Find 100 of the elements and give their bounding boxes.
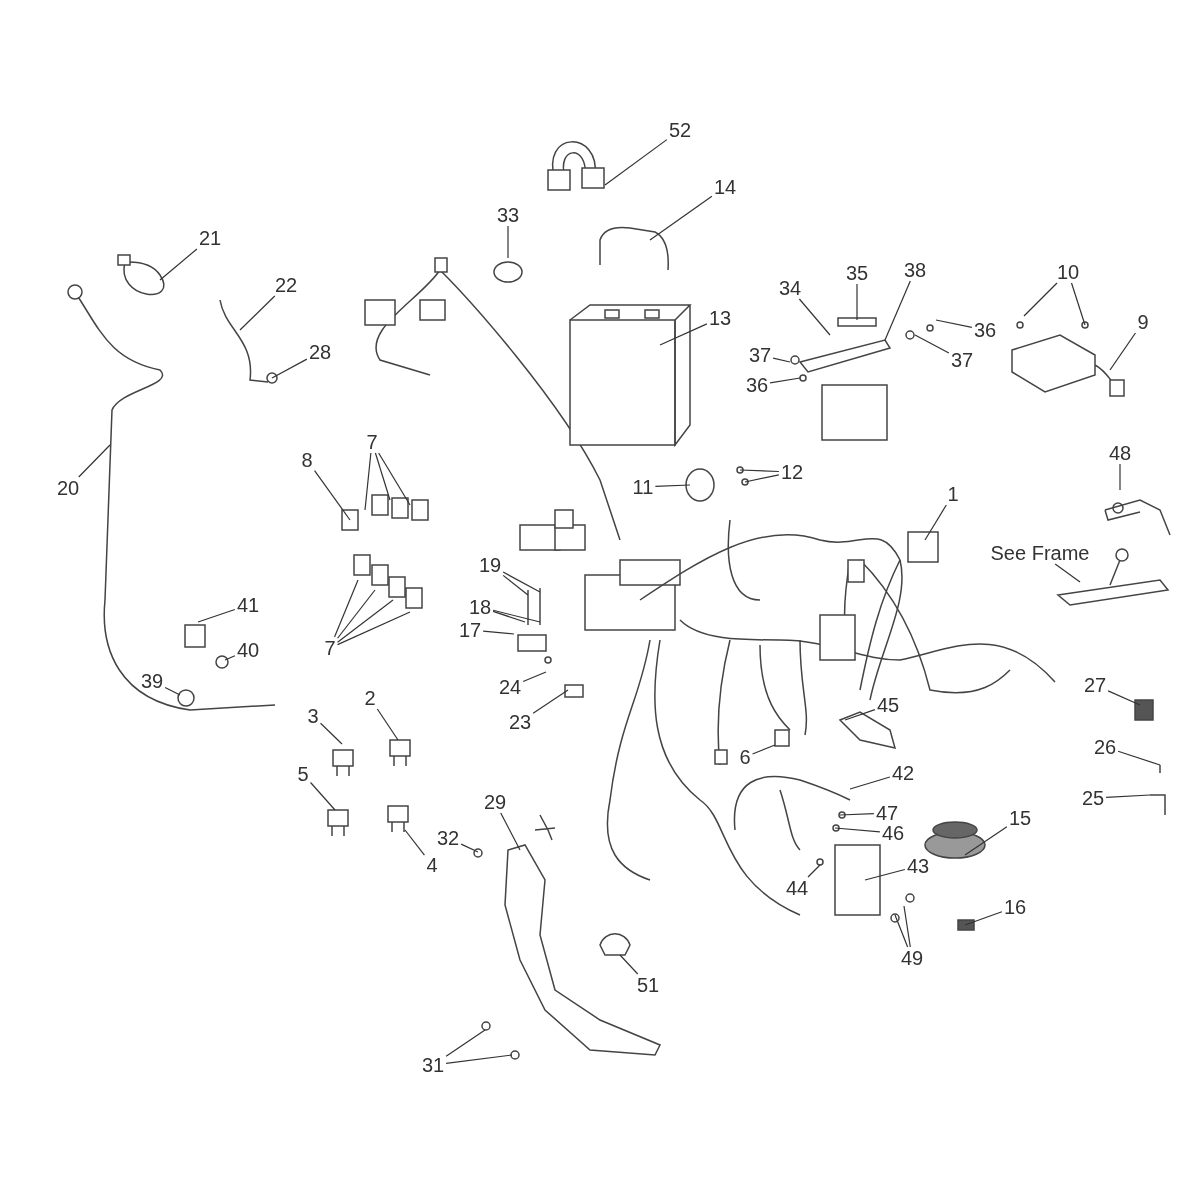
leader-line	[807, 864, 821, 878]
leader-line	[1023, 282, 1058, 317]
leader-line	[239, 295, 276, 331]
leader-line	[445, 1029, 486, 1057]
callout-number: 17	[458, 620, 482, 640]
callout-number: 21	[198, 228, 222, 248]
leader-line	[376, 708, 399, 741]
leader-line	[78, 444, 111, 478]
callout-number: 25	[1081, 788, 1105, 808]
callout-number: 23	[508, 712, 532, 732]
leader-line	[769, 377, 801, 384]
leader-line	[654, 484, 691, 488]
callout-number: 31	[421, 1055, 445, 1075]
leader-line	[309, 781, 336, 811]
callout-number: 4	[426, 855, 438, 875]
callout-number: 47	[875, 803, 899, 823]
leader-line	[798, 298, 831, 336]
leader-line	[894, 914, 909, 948]
callout-number: 2	[364, 688, 376, 708]
callout-number: 29	[483, 792, 507, 812]
callout-number: 1	[947, 484, 959, 504]
leader-line	[482, 630, 515, 635]
callout-number: 39	[140, 671, 164, 691]
leader-line	[502, 571, 541, 593]
callout-number: 46	[881, 823, 905, 843]
callout-number: 36	[973, 320, 997, 340]
leader-line	[1070, 282, 1086, 326]
leader-line	[844, 709, 876, 721]
callout-number: 42	[891, 763, 915, 783]
leader-line	[507, 225, 509, 259]
leader-line	[532, 689, 569, 714]
leader-line	[492, 609, 541, 623]
callout-number: 41	[236, 595, 260, 615]
callout-number: 9	[1137, 312, 1149, 332]
leader-line	[336, 589, 376, 639]
leader-line	[374, 452, 391, 501]
leader-line	[460, 843, 479, 853]
callout-number: 22	[274, 275, 298, 295]
callout-number: 37	[748, 345, 772, 365]
callout-number: 7	[324, 638, 336, 658]
callout-number: 32	[436, 828, 460, 848]
callout-number: 16	[1003, 897, 1027, 917]
leader-line	[159, 248, 198, 281]
leader-line	[336, 599, 394, 643]
callout-number: 18	[468, 597, 492, 617]
callout-number: 15	[1008, 808, 1032, 828]
leader-line	[319, 722, 343, 745]
leader-line	[445, 1054, 513, 1064]
callout-number: 37	[950, 350, 974, 370]
leader-line	[492, 610, 526, 623]
callout-number: 28	[308, 342, 332, 362]
leader-line	[903, 905, 911, 948]
callout-number: 36	[745, 375, 769, 395]
leader-line	[197, 608, 236, 623]
reference-note: See Frame	[990, 543, 1090, 563]
leader-line	[1109, 332, 1137, 371]
callout-number: 20	[56, 478, 80, 498]
leader-line	[364, 452, 372, 511]
callout-number: 52	[668, 120, 692, 140]
leader-line	[522, 671, 547, 683]
leader-line	[744, 474, 780, 483]
leader-line	[659, 323, 708, 346]
callout-number: 11	[632, 477, 654, 497]
leader-line	[914, 334, 950, 354]
leader-line	[751, 744, 776, 755]
leader-line	[964, 826, 1008, 856]
leader-line	[924, 504, 947, 541]
callout-number: 7	[366, 432, 378, 452]
callout-number: 19	[478, 555, 502, 575]
callout-number: 24	[498, 677, 522, 697]
callout-number: 14	[713, 177, 737, 197]
callout-number: 3	[307, 706, 319, 726]
callout-number: 10	[1056, 262, 1080, 282]
leader-line	[856, 283, 858, 321]
leader-line	[884, 280, 911, 341]
leader-line	[772, 357, 791, 363]
leader-line	[404, 829, 426, 856]
leader-line	[271, 358, 308, 379]
leader-line	[864, 868, 906, 881]
callout-number: 38	[903, 260, 927, 280]
callout-number: 49	[900, 948, 924, 968]
callout-number: 12	[780, 462, 804, 482]
callout-number: 5	[297, 764, 309, 784]
callout-number: 13	[708, 308, 732, 328]
leader-line	[336, 611, 411, 646]
leader-line	[1117, 750, 1161, 766]
leader-line	[834, 827, 881, 833]
leader-line	[1105, 794, 1151, 798]
callout-number: 43	[906, 856, 930, 876]
leader-line	[333, 579, 359, 638]
leader-line	[649, 195, 713, 241]
callout-number: 40	[236, 640, 260, 660]
leader-line	[313, 469, 351, 521]
leader-line	[964, 911, 1003, 926]
callout-number: 27	[1083, 675, 1107, 695]
leader-line	[849, 776, 891, 790]
callout-number: 35	[845, 263, 869, 283]
leader-line	[164, 686, 181, 696]
callout-number: 45	[876, 695, 900, 715]
callout-number: 48	[1108, 443, 1132, 463]
